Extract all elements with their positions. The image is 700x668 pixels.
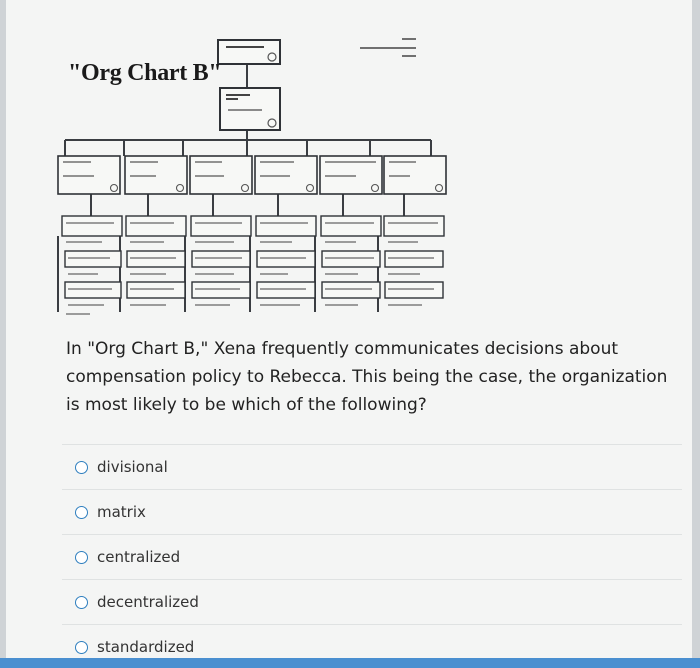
org-box-top: [217, 39, 281, 65]
chart-title: "Org Chart B": [68, 60, 222, 86]
option-label: centralized: [97, 548, 181, 566]
radio-button[interactable]: [75, 595, 88, 609]
org-chart-note: [360, 38, 416, 57]
option-label: decentralized: [97, 593, 199, 611]
bottom-accent-bar: [0, 658, 700, 668]
option-label: matrix: [97, 503, 146, 521]
org-level3-boxes: [57, 155, 447, 195]
org-level3-badges: [109, 183, 444, 193]
option-label: standardized: [97, 638, 195, 656]
option-label: divisional: [97, 458, 168, 476]
org-chart-connectors: [57, 64, 432, 312]
radio-button[interactable]: [75, 550, 88, 564]
org-box-level2: [219, 87, 281, 131]
option-centralized[interactable]: centralized: [62, 534, 682, 579]
option-decentralized[interactable]: decentralized: [62, 579, 682, 624]
option-divisional[interactable]: divisional: [62, 444, 682, 489]
org-level4-boxes: [61, 215, 445, 299]
option-standardized[interactable]: standardized: [62, 624, 682, 660]
answer-options: divisional matrix centralized decentrali…: [62, 444, 682, 660]
org-chart-image: [57, 38, 447, 315]
radio-button[interactable]: [75, 640, 88, 654]
option-matrix[interactable]: matrix: [62, 489, 682, 534]
question-text: In "Org Chart B," Xena frequently commun…: [66, 339, 668, 415]
radio-button[interactable]: [75, 460, 88, 474]
org-level4-text: [66, 222, 438, 315]
question-card: "Org Chart B" In "Org Chart B," Xena fre…: [6, 0, 692, 660]
org-level3-text: [63, 161, 416, 177]
radio-button[interactable]: [75, 505, 88, 519]
